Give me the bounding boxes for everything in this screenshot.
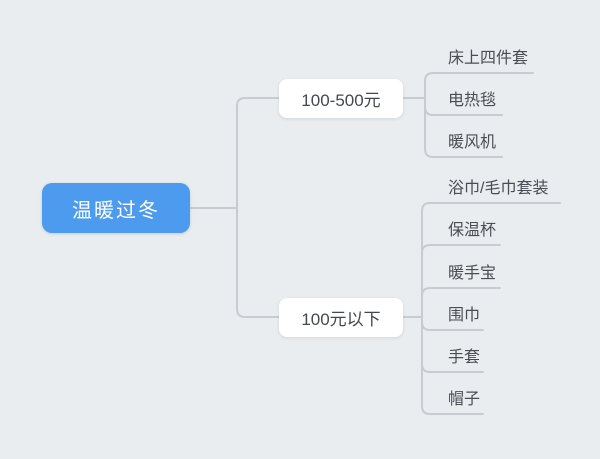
- connector-branch1-leaf-1: [421, 244, 501, 318]
- leaf-node-scarf[interactable]: 围巾: [448, 307, 481, 324]
- leaf-node-gloves[interactable]: 手套: [448, 349, 481, 366]
- branch-node-under-100[interactable]: 100元以下: [279, 298, 403, 337]
- connector-branch0-leaf-0: [424, 72, 534, 99]
- root-node[interactable]: 温暖过冬: [42, 183, 190, 233]
- leaf-node-hand-warmer[interactable]: 暖手宝: [448, 265, 497, 282]
- leaf-node-thermos-cup[interactable]: 保温杯: [448, 222, 497, 239]
- leaf-node-electric-blanket[interactable]: 电热毯: [448, 92, 497, 109]
- connector-hub-branch-1: [236, 207, 280, 318]
- leaf-node-fan-heater[interactable]: 暖风机: [448, 134, 497, 151]
- leaf-node-hat[interactable]: 帽子: [448, 391, 481, 408]
- connector-branch1-leaf-0: [421, 202, 561, 318]
- connector-branch0-leaf-2: [424, 97, 503, 158]
- root-node-label: 温暖过冬: [72, 199, 160, 222]
- branch-node-100-500[interactable]: 100-500元: [279, 79, 403, 118]
- connector-branch1-leaf-5: [421, 316, 484, 415]
- branch-node-label: 100-500元: [301, 91, 381, 110]
- leaf-node-towel-set[interactable]: 浴巾/毛巾套装: [448, 180, 549, 197]
- connector-hub-branch-0: [236, 97, 280, 209]
- branch-node-label: 100元以下: [301, 310, 381, 329]
- leaf-node-bedding[interactable]: 床上四件套: [448, 50, 529, 67]
- connector-branch1-leaf-2: [421, 287, 501, 318]
